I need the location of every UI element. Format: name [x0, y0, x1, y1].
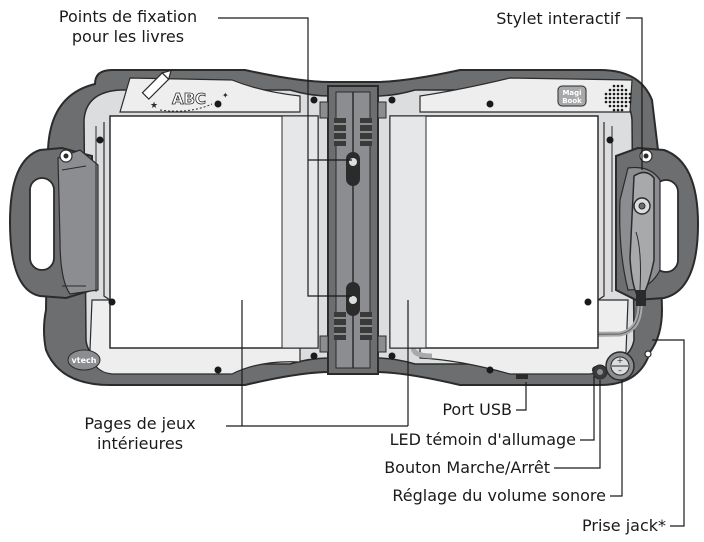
headphone-jack[interactable] — [644, 350, 652, 358]
leader-stylus — [626, 17, 643, 170]
vtech-logo: vtech — [67, 349, 101, 371]
left-game-page — [95, 115, 319, 349]
speaker-hole — [624, 96, 628, 100]
speaker-hole — [612, 104, 616, 108]
label-jack: Prise jack* — [582, 516, 666, 535]
label-power-led: LED témoin d'allumage — [389, 430, 576, 449]
speaker-hole — [620, 96, 624, 100]
speaker-hole — [620, 108, 624, 112]
speaker-hole — [604, 96, 608, 100]
speaker-hole — [616, 100, 620, 104]
speaker-hole — [612, 92, 616, 96]
speaker-hole — [628, 96, 632, 100]
speaker-hole — [616, 92, 620, 96]
leader-power — [554, 380, 601, 469]
speaker-hole — [624, 92, 628, 96]
volume-control[interactable]: + – — [605, 351, 635, 381]
speaker-hole — [628, 100, 632, 104]
speaker-hole — [604, 92, 608, 96]
speaker-hole — [616, 108, 620, 112]
svg-text:✦: ✦ — [222, 91, 229, 100]
top-left-panel — [119, 77, 301, 113]
speaker-hole — [624, 100, 628, 104]
logo-text-line1: Magi — [562, 89, 581, 97]
leader-jack — [652, 339, 685, 527]
left-handle — [8, 146, 99, 300]
speaker-hole — [620, 92, 624, 96]
speaker-hole — [616, 104, 620, 108]
speaker-hole — [612, 100, 616, 104]
left-handle-hole — [29, 177, 55, 271]
speaker-hole — [620, 88, 624, 92]
speaker-grille — [604, 84, 632, 112]
vtech-logo-text: vtech — [72, 356, 97, 365]
stylus[interactable] — [629, 171, 655, 302]
speaker-hole — [616, 96, 620, 100]
speaker-hole — [616, 84, 620, 88]
speaker-hole — [612, 108, 616, 112]
label-usb-port: Port USB — [442, 400, 512, 419]
right-handle — [615, 146, 700, 302]
label-fixation-points: Points de fixation pour les livres — [18, 7, 238, 47]
speaker-hole — [620, 100, 624, 104]
usb-port[interactable] — [516, 374, 528, 379]
speaker-hole — [616, 88, 620, 92]
speaker-hole — [608, 92, 612, 96]
leader-game-pages — [226, 300, 409, 427]
label-power-button: Bouton Marche/Arrêt — [384, 458, 550, 477]
speaker-hole — [620, 104, 624, 108]
cord-plug — [636, 290, 646, 306]
pencil-icon — [141, 69, 172, 100]
label-game-pages-line2: intérieures — [96, 434, 184, 453]
speaker-hole — [628, 92, 632, 96]
screws — [96, 96, 614, 374]
speaker-hole — [612, 88, 616, 92]
speaker-hole — [612, 96, 616, 100]
label-stylus: Stylet interactif — [496, 9, 620, 28]
speaker-hole — [608, 96, 612, 100]
leader-fixation — [218, 17, 352, 297]
speaker-hole — [624, 104, 628, 108]
label-volume: Réglage du volume sonore — [392, 486, 606, 505]
lower-fixation-point[interactable] — [346, 282, 360, 316]
speaker-hole — [612, 84, 616, 88]
speaker-hole — [608, 88, 612, 92]
lower-binding-clips — [334, 312, 372, 340]
right-game-page — [389, 115, 613, 349]
abc-decoration: ABC ★ ✦ — [141, 69, 229, 112]
power-button[interactable] — [592, 364, 608, 380]
speaker-hole — [620, 84, 624, 88]
leader-lines — [218, 17, 685, 527]
speaker-hole — [608, 100, 612, 104]
logo-text-line2: Book — [562, 97, 582, 105]
svg-text:★: ★ — [150, 101, 158, 111]
leader-usb — [516, 382, 527, 411]
magibook-logo: Magi Book — [557, 85, 587, 107]
leader-volume — [610, 380, 623, 497]
leader-led — [580, 376, 595, 441]
book-spine — [319, 85, 387, 375]
speaker-hole — [624, 88, 628, 92]
abc-text: ABC — [172, 90, 206, 108]
label-game-pages: Pages de jeux intérieures — [50, 414, 230, 454]
upper-binding-clips — [334, 118, 372, 146]
label-fixation-points-line1: Points de fixation — [58, 7, 198, 26]
speaker-hole — [604, 100, 608, 104]
label-game-pages-line1: Pages de jeux — [84, 414, 196, 433]
speaker-hole — [608, 104, 612, 108]
volume-up-icon: + — [617, 356, 624, 365]
label-fixation-points-line2: pour les livres — [71, 27, 185, 46]
upper-fixation-point[interactable] — [346, 152, 360, 186]
volume-down-icon: – — [618, 366, 622, 375]
